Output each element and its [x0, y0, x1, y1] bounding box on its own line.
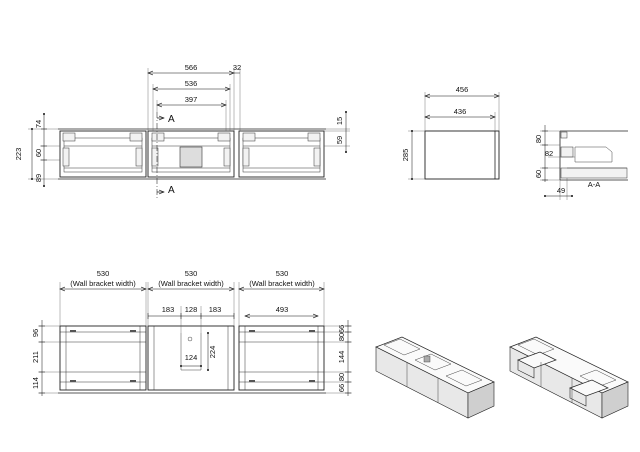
dim-overhang: 32 — [233, 63, 241, 72]
dim-depth-outer: 456 — [456, 85, 469, 94]
dim-side-height: 285 — [401, 149, 410, 162]
dim-left-width: 530 — [97, 269, 110, 278]
dim-overall-width: 566 — [185, 63, 198, 72]
dim-split-b: 128 — [185, 305, 198, 314]
bracket-label-right: (Wall bracket width) — [249, 279, 315, 288]
dim-split-c: 183 — [209, 305, 222, 314]
dim-inner-width: 536 — [185, 79, 198, 88]
dim-left-mid: 211 — [31, 351, 40, 363]
front-top-view: A A 566 32 536 397 223 74 60 89 — [14, 63, 350, 198]
dim-depth-inner: 436 — [454, 107, 467, 116]
dim-height-mid: 60 — [34, 149, 43, 157]
dim-cutout-height: 224 — [208, 346, 217, 359]
dim-height-top: 74 — [34, 120, 43, 128]
front-bottom-view: 530 (Wall bracket width) 530 (Wall brack… — [31, 269, 352, 396]
dim-cutout-width: 124 — [185, 353, 198, 362]
dim-right-inner: 493 — [276, 305, 289, 314]
frame-right — [238, 325, 325, 391]
bracket-label-mid: (Wall bracket width) — [158, 279, 224, 288]
section-view: 80 82 60 49 A-A — [534, 125, 628, 200]
bottom-cutout — [180, 333, 202, 371]
dim-height-bottom: 89 — [34, 174, 43, 182]
frame-middle — [147, 325, 235, 391]
dim-right-width: 530 — [276, 269, 289, 278]
dim-split-a: 183 — [162, 305, 175, 314]
isometric-view-closed — [375, 336, 495, 419]
dim-right-r1: 66 — [337, 325, 346, 333]
section-label: A-A — [588, 180, 601, 189]
dim-section-lower: 60 — [534, 170, 543, 178]
dim-right-r3: 144 — [337, 351, 346, 364]
dim-right-r2: 80 — [337, 333, 346, 341]
dim-right-mid: 59 — [335, 136, 344, 144]
dim-mid-width: 530 — [185, 269, 198, 278]
siphon-cutout — [179, 146, 203, 168]
dim-section-top: 80 — [534, 135, 543, 143]
side-cabinet — [424, 130, 500, 180]
bracket-label-left: (Wall bracket width) — [70, 279, 136, 288]
section-mark-top: A — [168, 114, 175, 125]
dim-opening-width: 397 — [185, 95, 198, 104]
frame-left — [59, 325, 147, 391]
section-mark-bottom: A — [168, 185, 175, 196]
dim-left-bottom: 114 — [31, 377, 40, 389]
dim-right-r5: 66 — [337, 384, 346, 392]
side-view: 456 436 285 — [401, 85, 500, 180]
dim-left-top: 96 — [31, 329, 40, 337]
dim-right-top: 15 — [335, 117, 344, 125]
dim-section-bottom: 49 — [557, 186, 565, 195]
dim-right-r4: 80 — [337, 373, 346, 381]
isometric-view-open — [509, 336, 629, 419]
dim-section-mid: 82 — [545, 149, 553, 158]
dim-height-total: 223 — [14, 148, 23, 161]
